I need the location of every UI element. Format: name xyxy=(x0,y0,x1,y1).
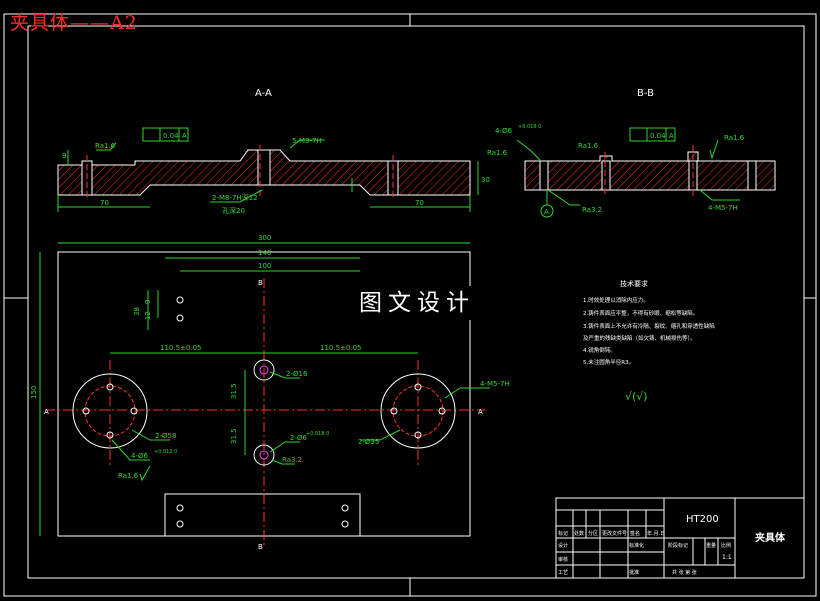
notes-title: 技术要求 xyxy=(620,279,648,288)
note-line: 3.铸件表面上不允许有冷隔、裂纹、缩孔和穿透性缺陷 xyxy=(583,322,715,330)
note-line: 1.时效处理以消除内应力。 xyxy=(583,296,649,304)
dim-9-top: 9 xyxy=(62,152,66,160)
section-bb-view: B-B 4-Ø6 +0.018 0 Ra1.6 Ra1.6 Ra1.6 0.04… xyxy=(487,88,776,218)
hole-6b-tol: +0.018 0 xyxy=(306,431,329,437)
header-cell: 更改文件号 xyxy=(602,530,627,537)
dim-38: 38 xyxy=(133,307,141,316)
section-aa-label: A-A xyxy=(255,88,272,99)
dim-300: 300 xyxy=(258,234,271,242)
dim-110-right: 110.5±0.05 xyxy=(320,344,362,352)
section-aa-view: A-A 70 70 30 9 Ra1.6 0.04 A xyxy=(57,88,490,215)
hole-16-label: 2-Ø16 xyxy=(286,370,308,378)
design-label: 设计 xyxy=(558,542,568,549)
hole-6b-label: 2-Ø6 xyxy=(290,434,307,442)
thread-m3-label: 5-M3-7H xyxy=(292,137,322,145)
note-line: 2.铸件表面应平整，不得有砂眼、缩松等缺陷。 xyxy=(583,309,698,317)
header-cell: 分区 xyxy=(588,530,598,537)
roughness-32-plan: Ra3.2 xyxy=(282,456,302,464)
title-block: HT200 夹具体 1:1 标记 处数 分区 更改文件号 签名 年.月.日 设计… xyxy=(555,497,805,579)
dim-31-top: 31.5 xyxy=(230,383,238,399)
datum-a-circle: A xyxy=(544,208,549,216)
roughness-bb-c: Ra1.6 xyxy=(724,134,745,142)
approve-label: 批准 xyxy=(629,569,639,576)
roughness-32-bb: Ra3.2 xyxy=(582,206,602,214)
dim-70-left: 70 xyxy=(100,199,109,207)
dim-31-bottom: 31.5 xyxy=(230,428,238,444)
roughness-plan: Ra1.6 xyxy=(118,472,139,480)
plan-view: 300 140 100 150 38 12 9 110.5±0.05 110.5… xyxy=(30,234,510,551)
drawing-title: 夹具体——A2 xyxy=(10,12,138,34)
cut-a-left: A xyxy=(44,408,49,416)
roughness-bb-a: Ra1.6 xyxy=(487,149,508,157)
hole-6-tol: +0.018 0 xyxy=(518,124,541,130)
thread-m5-label: 4-M5-7H xyxy=(480,380,510,388)
header-cell: 处数 xyxy=(574,530,584,537)
cut-a-right: A xyxy=(478,408,483,416)
technical-notes: 技术要求 1.时效处理以消除内应力。 2.铸件表面应平整，不得有砂眼、缩松等缺陷… xyxy=(583,279,715,403)
flatness-value-aa: 0.04 xyxy=(163,132,179,140)
ratio-label: 比例 xyxy=(721,542,731,549)
part-name-label: 夹具体 xyxy=(755,531,786,544)
note-line: 4.锐角倒钝。 xyxy=(583,346,616,354)
scale-value: 1:1 xyxy=(722,554,732,561)
sheet-frame xyxy=(3,13,817,597)
thread-m8-label: 2-M8-7H深12 xyxy=(212,193,258,202)
hole-depth-label: 孔深20 xyxy=(222,206,245,215)
dim-110-left: 110.5±0.05 xyxy=(160,344,202,352)
dim-12: 12 xyxy=(144,311,152,320)
dim-30: 30 xyxy=(481,176,490,184)
dim-9: 9 xyxy=(144,300,152,304)
roughness-check-symbol: √(√) xyxy=(625,390,648,403)
note-line: 及严重的残缺类缺陷（如欠铸、机械损伤等）。 xyxy=(583,334,696,342)
weight-label: 重量 xyxy=(706,542,716,549)
datum-a-bb: A xyxy=(669,132,674,140)
section-bb-label: B-B xyxy=(637,88,654,99)
hole-6-label: 4-Ø6 xyxy=(495,127,512,135)
datum-a-aa: A xyxy=(182,132,187,140)
watermark-overlay: 图文设计 xyxy=(332,286,502,320)
hole-35-label: 2-Ø35 xyxy=(358,438,379,446)
dim-100: 100 xyxy=(258,262,271,270)
cut-b-top: B xyxy=(258,279,263,287)
dim-150: 150 xyxy=(30,386,38,399)
thread-m5-top: 4-M5-7H xyxy=(708,204,738,212)
header-cell: 签名 xyxy=(630,530,640,537)
craft-label: 工艺 xyxy=(558,570,568,576)
roughness-label-aa: Ra1.6 xyxy=(95,142,116,150)
cut-b-bottom: B xyxy=(258,543,263,551)
dim-140: 140 xyxy=(258,249,271,257)
check-label: 审核 xyxy=(558,556,568,563)
hole-6c-tol: +0.012 0 xyxy=(154,449,177,455)
dim-70-right: 70 xyxy=(415,199,424,207)
note-line: 5.未注圆角半径R3。 xyxy=(583,358,634,366)
flatness-value-bb: 0.04 xyxy=(650,132,666,140)
material-label: HT200 xyxy=(686,514,719,525)
standard-label: 标准化 xyxy=(629,542,644,549)
sheets-label: 共 张 第 张 xyxy=(672,569,697,576)
roughness-bb-b: Ra1.6 xyxy=(578,142,599,150)
stage-label: 阶段标记 xyxy=(668,542,688,549)
hole-58-label: 2-Ø58 xyxy=(155,432,176,440)
hole-6c-label: 4-Ø6 xyxy=(131,452,148,460)
header-cell: 标记 xyxy=(558,530,568,537)
header-cell: 年.月.日 xyxy=(647,530,665,537)
